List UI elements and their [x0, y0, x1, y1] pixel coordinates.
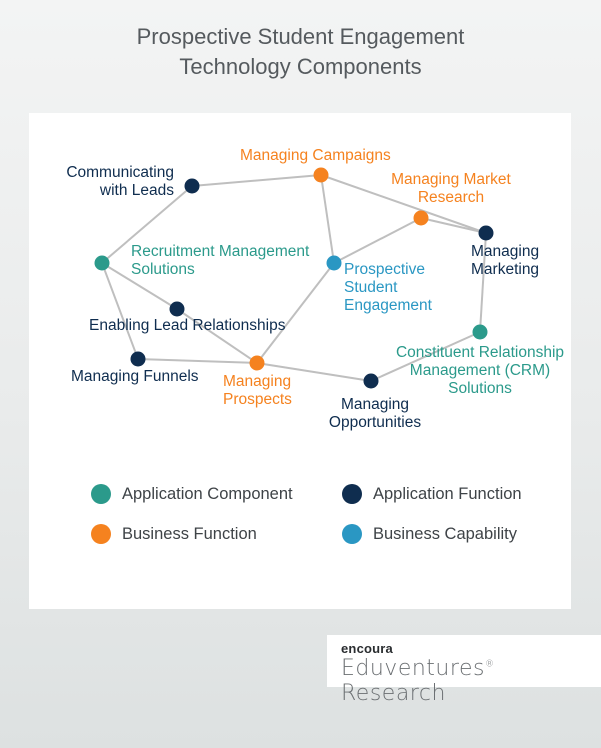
diagram-title: Prospective Student Engagement Technolog… — [0, 22, 601, 82]
edge-managing-prospects-to-managing-opportunities — [256, 362, 372, 382]
title-line-1: Prospective Student Engagement — [136, 24, 465, 49]
edge-managing-funnels-to-managing-prospects — [137, 358, 258, 364]
node-managing-opportunities — [363, 373, 379, 389]
legend-business-capability: Business Capability — [342, 524, 517, 544]
node-layer — [94, 167, 494, 389]
node-crm-solutions — [472, 324, 488, 340]
edge-recruitment-management-solutions-to-enabling-lead-relationships — [101, 262, 178, 310]
edge-managing-campaigns-to-managing-marketing — [320, 174, 487, 234]
node-managing-funnels — [130, 351, 146, 367]
node-managing-prospects — [249, 355, 265, 371]
encoura-logo: encoura — [341, 641, 393, 656]
label-managing-prospects: Managing Prospects — [223, 373, 292, 408]
edge-recruitment-management-solutions-to-managing-funnels — [101, 262, 139, 360]
legend-dot-business-capability — [342, 524, 362, 544]
label-managing-marketing: Managing Marketing — [471, 243, 540, 278]
label-managing-market-research: Managing Market Research — [391, 171, 511, 206]
label-communicating-with-leads: Communicating with Leads — [66, 164, 174, 199]
edge-crm-solutions-to-managing-marketing — [479, 232, 487, 333]
label-crm-solutions: Constituent Relationship Management (CRM… — [395, 344, 565, 397]
edge-managing-market-research-to-managing-marketing — [420, 217, 487, 234]
title-line-2: Technology Components — [179, 54, 422, 79]
edge-managing-market-research-to-prospective-student-engagement — [333, 217, 422, 264]
eduventures-research-logo: Eduventures® Research — [341, 656, 495, 706]
legend-business-function: Business Function — [91, 524, 257, 544]
node-managing-campaigns — [313, 167, 329, 183]
label-prospective-student-engagement: Prospective Student Engagement — [344, 261, 432, 314]
legend-dot-application-component — [91, 484, 111, 504]
legend-label: Application Function — [373, 484, 522, 503]
legend-application-component: Application Component — [91, 484, 293, 504]
node-recruitment-management-solutions — [94, 255, 110, 271]
node-communicating-with-leads — [184, 178, 200, 194]
edge-communicating-with-leads-to-recruitment-management-solutions — [101, 185, 193, 264]
label-enabling-lead-relationships: Enabling Lead Relationships — [89, 317, 286, 334]
legend-dot-application-function — [342, 484, 362, 504]
node-managing-market-research — [413, 210, 429, 226]
legend-label: Business Capability — [373, 524, 517, 543]
edge-prospective-student-engagement-to-managing-prospects — [256, 262, 335, 364]
node-enabling-lead-relationships — [169, 301, 185, 317]
legend-label: Business Function — [122, 524, 257, 543]
label-recruitment-management-solutions: Recruitment Management Solutions — [131, 243, 310, 278]
label-managing-campaigns: Managing Campaigns — [240, 147, 391, 164]
label-managing-opportunities: Managing Opportunities — [328, 396, 422, 431]
edge-layer — [101, 174, 487, 382]
brand-box: encoura Eduventures® Research — [327, 635, 601, 706]
edge-enabling-lead-relationships-to-managing-prospects — [176, 308, 258, 364]
legend-application-function: Application Function — [342, 484, 522, 504]
legend-dot-business-function — [91, 524, 111, 544]
label-managing-funnels: Managing Funnels — [71, 368, 199, 385]
diagram-card — [29, 113, 571, 609]
node-managing-marketing — [478, 225, 494, 241]
node-prospective-student-engagement — [326, 255, 342, 271]
edge-managing-opportunities-to-crm-solutions — [370, 331, 481, 382]
edge-communicating-with-leads-to-managing-campaigns — [191, 174, 322, 187]
edge-managing-campaigns-to-prospective-student-engagement — [320, 174, 335, 264]
legend-label: Application Component — [122, 484, 293, 503]
